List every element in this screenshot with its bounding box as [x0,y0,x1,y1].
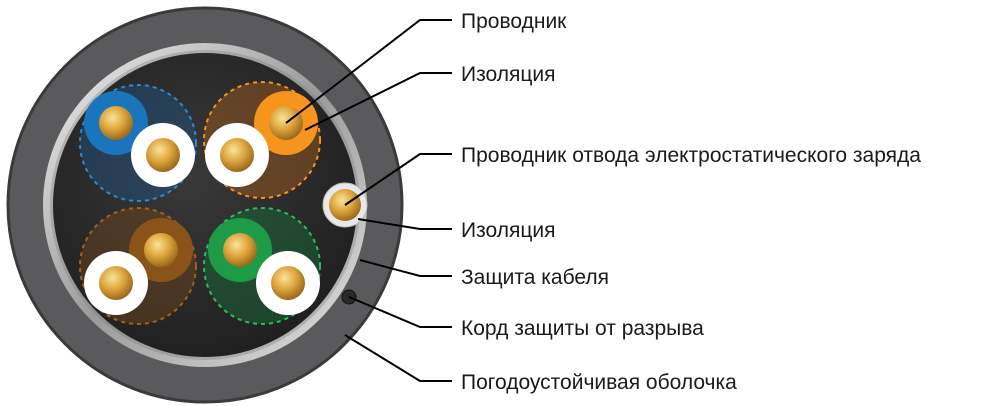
labels: Проводник Изоляция Проводник отвода элек… [461,10,921,394]
leader-lines [285,19,452,382]
label-shield: Защита кабеля [461,266,609,289]
blue-pair [79,84,197,202]
label-drain-wire: Проводник отвода электростатического зар… [461,144,921,167]
brown-wire [129,218,193,282]
orange-white-wire [205,123,269,187]
orange-pair [203,81,321,199]
label-ripcord: Корд защиты от разрыва [461,317,704,340]
label-insulation-top: Изоляция [461,63,555,86]
leader-insulation-top [304,72,452,131]
green-wire [208,218,272,282]
label-jacket: Погодоустойчивая оболочка [461,371,737,394]
brown-pair [79,207,197,325]
label-insulation-drain: Изоляция [461,219,555,242]
leader-shield [359,259,452,277]
leader-insulation-drain [357,218,452,230]
green-white-wire [256,251,320,315]
blue-white-wire [131,123,195,187]
leader-jacket [344,334,452,382]
leader-drain-wire [344,153,452,206]
leader-conductor [285,19,452,124]
label-conductor: Проводник [461,10,567,33]
brown-white-wire [84,251,148,315]
blue-wire [84,91,148,155]
leader-ripcord [348,296,452,328]
green-pair [203,207,321,325]
